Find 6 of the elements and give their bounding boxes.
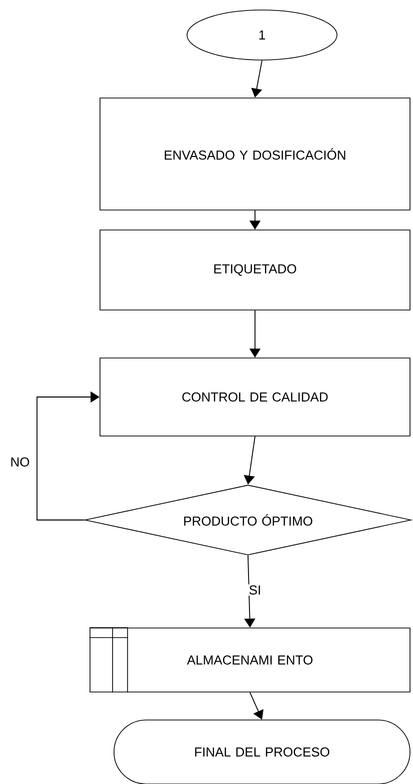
edge-label: NO <box>9 456 31 468</box>
process-box: CONTROL DE CALIDAD <box>100 358 410 436</box>
edge-label: SI <box>248 584 262 596</box>
subprocess-box: ALMACENAMI ENTO <box>89 627 410 693</box>
process-box: ETIQUETADO <box>100 230 410 310</box>
process-box: ENVASADO Y DOSIFICACIÓN <box>100 98 410 210</box>
